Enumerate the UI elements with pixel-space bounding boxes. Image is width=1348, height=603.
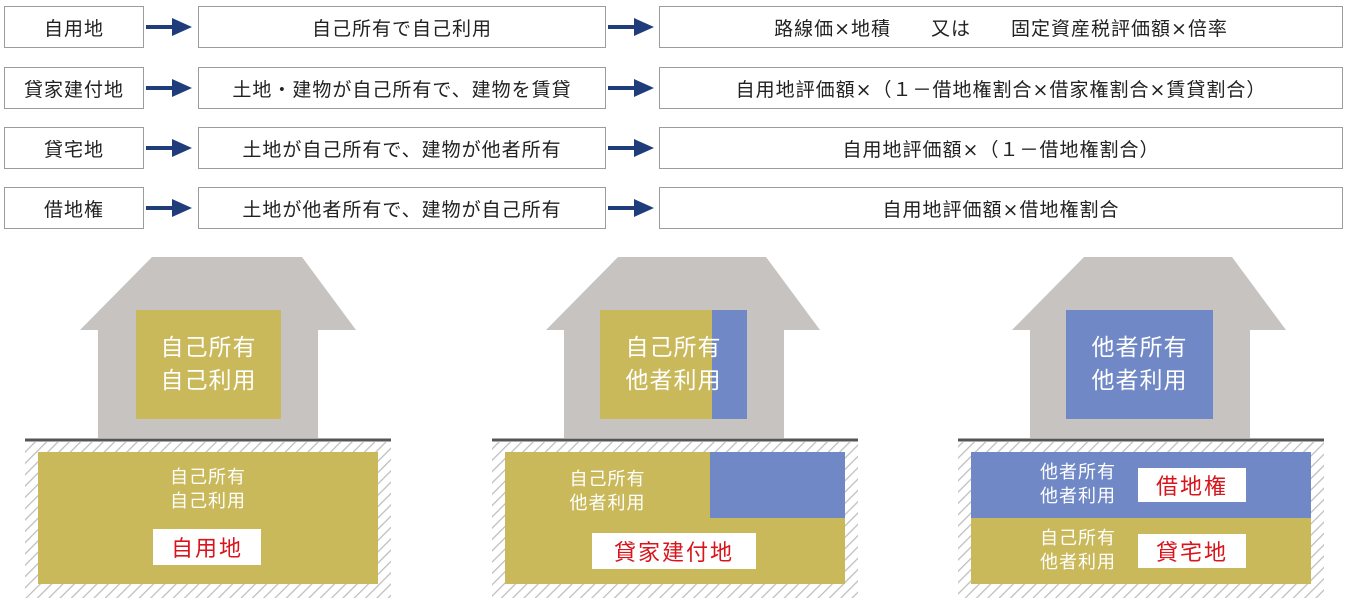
row-1-type: 自用地 xyxy=(4,6,144,48)
land-type-tag: 貸家建付地 xyxy=(592,533,756,569)
land-label-line2: 自己利用 xyxy=(170,491,246,512)
arrow-icon xyxy=(608,138,654,158)
row-1-condition: 自己所有で自己利用 xyxy=(198,6,606,48)
house-other-area xyxy=(712,310,747,419)
land-other-area xyxy=(710,452,845,518)
arrow-icon xyxy=(146,138,192,158)
house-label: 自己所有 他者利用 xyxy=(600,332,747,398)
lower-land-label-line1: 自己所有 xyxy=(1040,528,1116,549)
house-own-area xyxy=(136,310,281,419)
row-4-type: 借地権 xyxy=(4,187,144,229)
arrow-icon xyxy=(146,78,192,98)
lower-land-label: 自己所有 他者利用 xyxy=(1020,527,1136,575)
house-label-line1: 自己所有 xyxy=(160,335,257,361)
row-3-formula: 自用地評価額×（１－借地権割合） xyxy=(659,127,1343,169)
house-label-line2: 自己利用 xyxy=(160,368,257,394)
land-label-line2: 他者利用 xyxy=(569,493,646,514)
house-own-area xyxy=(600,310,712,419)
land-type-tag: 自用地 xyxy=(153,529,261,565)
row-2-type: 貸家建付地 xyxy=(4,67,144,109)
land-label-line1: 自己所有 xyxy=(170,467,246,488)
row-3-condition: 土地が自己所有で、建物が他者所有 xyxy=(198,127,606,169)
house-label: 自己所有 自己利用 xyxy=(136,332,281,398)
lower-land-label-line2: 他者利用 xyxy=(1040,552,1116,573)
arrow-icon xyxy=(608,78,654,98)
house-label-line1: 自己所有 xyxy=(625,335,722,361)
land-label: 自己所有 他者利用 xyxy=(505,468,710,516)
row-1-formula: 路線価×地積 又は 固定資産税評価額×倍率 xyxy=(659,6,1343,48)
row-3-type: 貸宅地 xyxy=(4,127,144,169)
house-other-area xyxy=(1066,310,1213,419)
arrow-icon xyxy=(146,17,192,37)
upper-land-label: 他者所有 他者利用 xyxy=(1020,461,1136,509)
land-label-line1: 自己所有 xyxy=(569,469,646,490)
row-2-condition: 土地・建物が自己所有で、建物を賃貸 xyxy=(198,67,606,109)
row-2-formula: 自用地評価額×（１－借地権割合×借家権割合×賃貸割合） xyxy=(659,67,1343,109)
land-label: 自己所有 自己利用 xyxy=(38,466,378,514)
land-illustrations: 自己所有 自己利用 自己所有 自己利用 自用地 自己所有 他者利用 自己所有 他… xyxy=(0,250,1348,603)
arrow-icon xyxy=(608,17,654,37)
illustration-own-use xyxy=(25,257,391,598)
row-4-formula: 自用地評価額×借地権割合 xyxy=(659,187,1343,229)
upper-land-label-line2: 他者利用 xyxy=(1040,486,1116,507)
upper-land-label-line1: 他者所有 xyxy=(1040,462,1116,483)
row-4-condition: 土地が他者所有で、建物が自己所有 xyxy=(198,187,606,229)
house-label-line1: 他者所有 xyxy=(1091,335,1188,361)
arrow-icon xyxy=(608,198,654,218)
illustration-rental-house xyxy=(492,257,858,598)
house-label-line2: 他者利用 xyxy=(625,368,722,394)
house-label-line2: 他者利用 xyxy=(1091,368,1188,394)
house-label: 他者所有 他者利用 xyxy=(1066,332,1213,398)
lower-land-type-tag: 貸宅地 xyxy=(1138,534,1246,568)
upper-land-type-tag: 借地権 xyxy=(1138,468,1246,502)
arrow-icon xyxy=(146,198,192,218)
